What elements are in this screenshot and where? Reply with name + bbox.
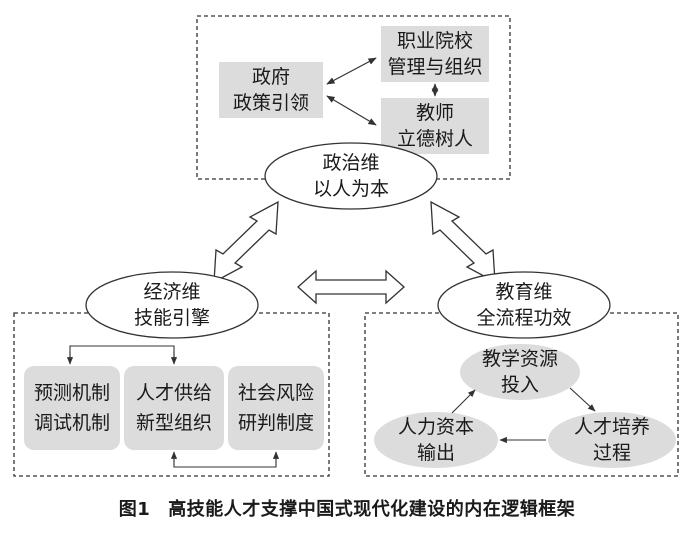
economy-ellipse	[85, 271, 259, 339]
forecast-box	[24, 366, 120, 450]
risk-line2: 研判制度	[237, 412, 315, 434]
risk-line1: 社会风险	[237, 382, 315, 404]
college-line2: 管理与组织	[387, 56, 483, 78]
output-resources-arrow	[451, 389, 476, 414]
risk-box	[228, 366, 324, 450]
training-line1: 人才培养	[573, 416, 651, 438]
politics-economy-double-arrow	[213, 200, 279, 284]
resources-label: 教学资源 投入	[482, 346, 558, 398]
economy-subtitle: 技能引擎	[133, 307, 211, 329]
figure-title: 高技能人才支撑中国式现代化建设的内在逻辑框架	[168, 499, 576, 520]
output-ellipse	[374, 412, 498, 468]
risk-label: 社会风险 研判制度	[238, 378, 314, 438]
resources-training-arrow	[569, 387, 596, 412]
politics-education-double-arrow	[430, 200, 496, 284]
gov-college-arrow	[326, 57, 377, 85]
teacher-line1: 教师	[415, 102, 455, 124]
forecast-line2: 调试机制	[33, 412, 111, 434]
teacher-label: 教师 立德树人	[397, 100, 473, 152]
figure-number: 图1	[118, 499, 151, 520]
resources-ellipse	[460, 344, 580, 400]
forecast-label: 预测机制 调试机制	[34, 378, 110, 438]
forecast-talent-connector	[69, 345, 175, 360]
output-line1: 人力资本	[397, 416, 475, 438]
politics-subtitle: 以人为本	[312, 178, 390, 200]
resources-line2: 投入	[500, 374, 540, 396]
college-line1: 职业院校	[396, 30, 474, 52]
government-label: 政府 政策引领	[233, 64, 309, 116]
teacher-box	[381, 98, 489, 154]
training-line2: 过程	[592, 442, 632, 464]
economy-title: 经济维	[143, 281, 201, 303]
forecast-line1: 预测机制	[33, 382, 111, 404]
talent-label: 人才供给 新型组织	[136, 378, 212, 438]
training-label: 人才培养 过程	[574, 414, 650, 466]
government-line2: 政策引领	[232, 92, 310, 114]
politics-ellipse-label: 政治维 以人为本	[313, 150, 389, 202]
output-label: 人力资本 输出	[398, 414, 474, 466]
college-box	[381, 26, 489, 82]
economy-ellipse-label: 经济维 技能引擎	[134, 279, 210, 331]
teacher-line2: 立德树人	[396, 128, 474, 150]
college-label: 职业院校 管理与组织	[387, 28, 482, 80]
resources-line1: 教学资源	[481, 348, 559, 370]
talent-risk-connector	[173, 456, 277, 468]
education-ellipse-label: 教育维 全流程功效	[476, 279, 571, 331]
training-ellipse	[548, 412, 676, 468]
economy-education-double-arrow	[297, 269, 405, 305]
government-line1: 政府	[251, 66, 291, 88]
education-title: 教育维	[495, 281, 553, 303]
figure-caption: 图1 高技能人才支撑中国式现代化建设的内在逻辑框架	[119, 495, 576, 521]
politics-ellipse	[264, 142, 438, 210]
government-box	[219, 62, 323, 118]
education-subtitle: 全流程功效	[476, 307, 572, 329]
education-ellipse	[437, 271, 611, 339]
talent-line1: 人才供给	[135, 382, 213, 404]
output-line2: 输出	[416, 442, 456, 464]
gov-teacher-arrow	[326, 95, 377, 126]
politics-title: 政治维	[322, 152, 380, 174]
talent-box	[124, 366, 224, 450]
talent-line2: 新型组织	[135, 412, 213, 434]
